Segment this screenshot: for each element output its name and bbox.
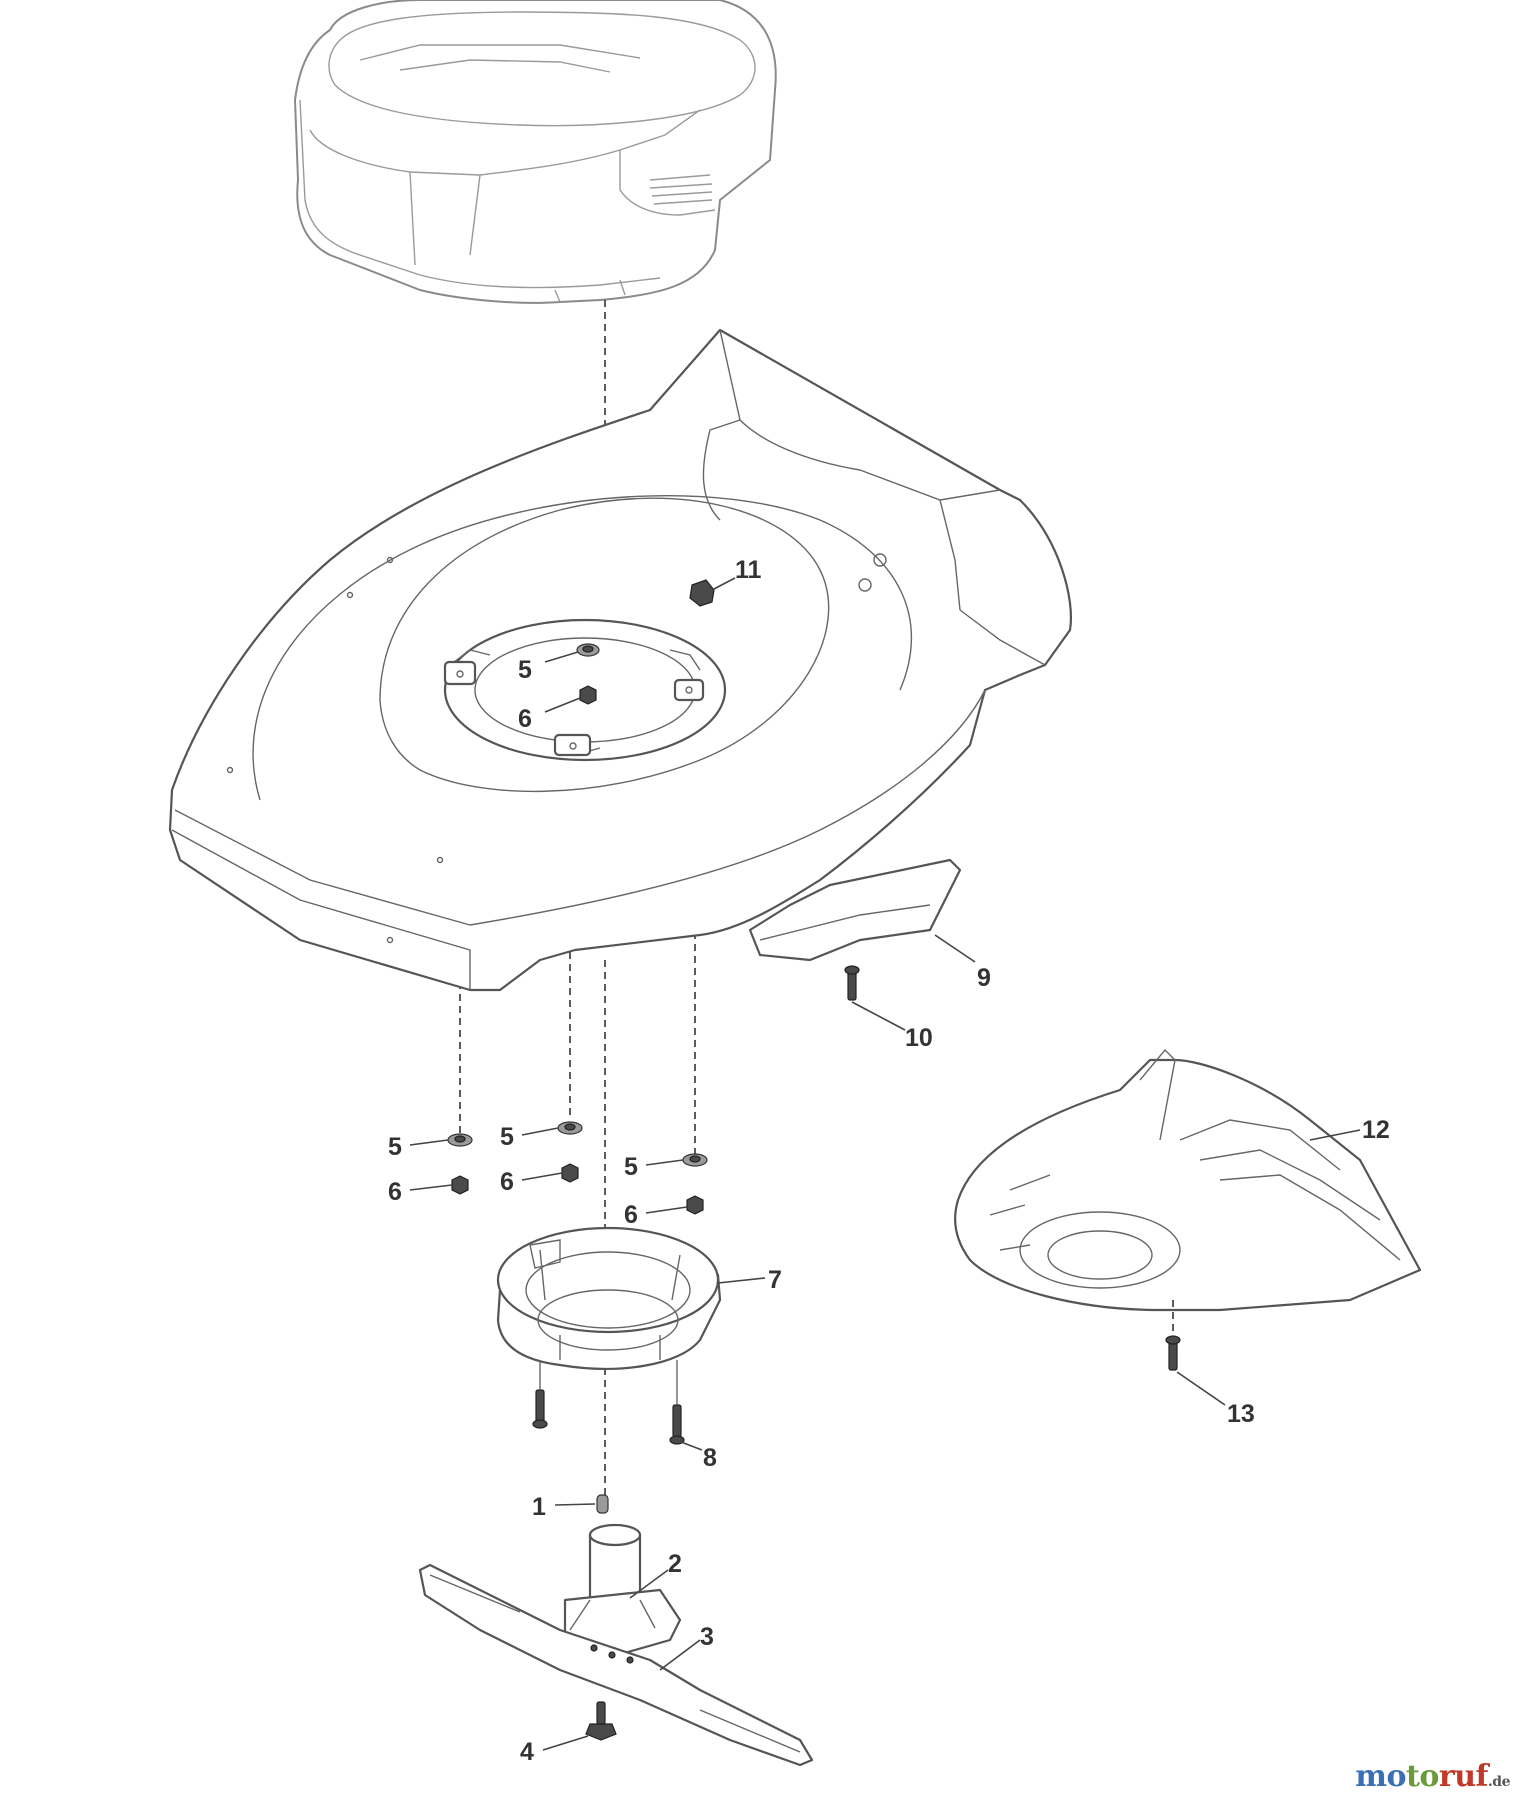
callout-5-mid: 5	[500, 1123, 514, 1151]
callout-2: 2	[668, 1550, 682, 1578]
callout-10: 10	[905, 1024, 933, 1052]
callout-8: 8	[703, 1444, 717, 1472]
callout-labels: 11 5 6 9 10 12 5 5 5 6 6 6 7 8 13 1 2 3 …	[388, 556, 1390, 1766]
callout-5-left: 5	[388, 1133, 402, 1161]
callout-3: 3	[700, 1623, 714, 1651]
callout-11: 11	[735, 556, 762, 584]
callout-6-mid: 6	[500, 1168, 514, 1196]
part-1-key	[554, 1494, 609, 1514]
upper-washer-nut	[544, 643, 600, 713]
callout-4: 4	[520, 1738, 534, 1766]
callout-7: 7	[768, 1266, 782, 1294]
part-3-blade	[418, 1563, 814, 1767]
callout-12: 12	[1362, 1116, 1390, 1144]
callout-1: 1	[532, 1493, 546, 1521]
callout-6-left: 6	[388, 1178, 402, 1206]
callout-9: 9	[977, 964, 991, 992]
mower-deck	[168, 328, 1072, 992]
part-8-screws	[532, 1360, 703, 1451]
part-10-screw	[844, 965, 906, 1031]
motor-housing	[294, 0, 777, 304]
callout-5-upper: 5	[518, 656, 532, 684]
part-11-clip	[689, 577, 736, 607]
site-watermark: motoruf.de	[1355, 1759, 1510, 1794]
callout-6-upper: 6	[518, 705, 532, 733]
part-13-screw	[1165, 1300, 1226, 1406]
callout-13: 13	[1227, 1400, 1255, 1428]
lower-washers-nuts	[409, 1121, 708, 1215]
callout-5-right: 5	[624, 1153, 638, 1181]
part-12-deflector	[954, 1048, 1422, 1312]
part-4-bolt	[542, 1701, 617, 1751]
callout-6-right: 6	[624, 1201, 638, 1229]
part-7-bowl	[496, 1226, 766, 1370]
